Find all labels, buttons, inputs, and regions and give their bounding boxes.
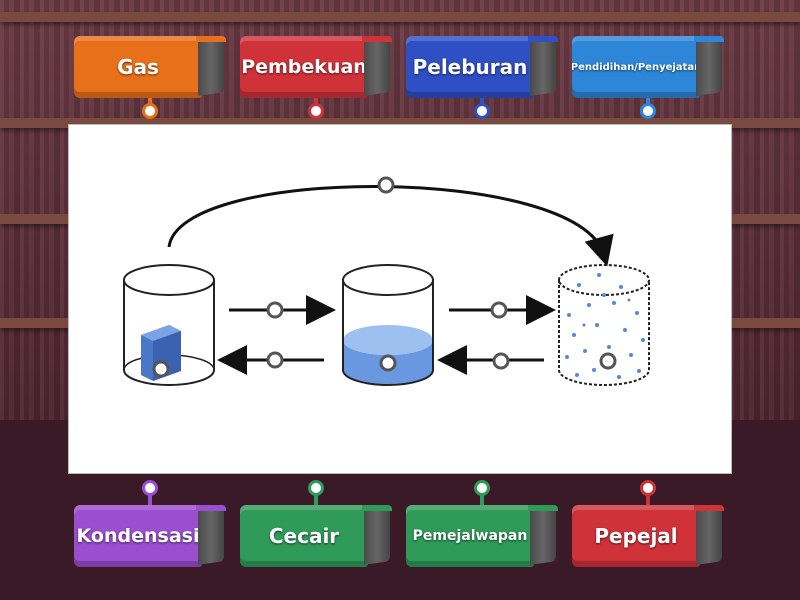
connector-pin[interactable] xyxy=(142,480,158,496)
label-cecair[interactable]: Cecair xyxy=(240,505,392,567)
book-edge xyxy=(528,36,558,42)
label-pendidihan-penyejatan[interactable]: Pendidihan/Penyejatan xyxy=(572,36,724,98)
label-pepejal[interactable]: Pepejal xyxy=(572,505,724,567)
book-pages xyxy=(198,38,224,96)
book-pages xyxy=(696,38,722,96)
connector-pin[interactable] xyxy=(308,480,324,496)
book-edge xyxy=(196,505,226,511)
book-edge xyxy=(362,36,392,42)
drop-target-dot[interactable] xyxy=(266,301,284,319)
drop-target-dot[interactable] xyxy=(266,351,284,369)
drop-target-dot[interactable] xyxy=(490,301,508,319)
label-text: Pepejal xyxy=(572,505,700,567)
drop-target-dot[interactable] xyxy=(152,360,170,378)
states-of-matter-diagram xyxy=(123,176,650,386)
shelf xyxy=(0,118,800,128)
book-pages xyxy=(530,507,556,565)
connector-pin[interactable] xyxy=(640,480,656,496)
book-edge xyxy=(694,505,724,511)
label-kondensasi[interactable]: Kondensasi xyxy=(74,505,226,567)
connector-pin[interactable] xyxy=(474,480,490,496)
book-edge xyxy=(528,505,558,511)
label-pembekuan[interactable]: Pembekuan xyxy=(240,36,392,98)
book-pages xyxy=(198,507,224,565)
drop-target-dot[interactable] xyxy=(377,176,395,194)
connector-pin[interactable] xyxy=(640,103,656,119)
pin-stem xyxy=(646,494,650,506)
pin-stem xyxy=(148,494,152,506)
connector-pin[interactable] xyxy=(474,103,490,119)
label-peleburan[interactable]: Peleburan xyxy=(406,36,558,98)
label-gas[interactable]: Gas xyxy=(74,36,226,98)
label-text: Kondensasi xyxy=(74,505,202,567)
pin-stem xyxy=(480,494,484,506)
shelf xyxy=(0,12,800,22)
connector-pin[interactable] xyxy=(308,103,324,119)
book-edge xyxy=(694,36,724,42)
connector-pin[interactable] xyxy=(142,103,158,119)
drop-target-dot[interactable] xyxy=(599,352,617,370)
diagram-panel xyxy=(68,124,732,474)
label-text: Cecair xyxy=(240,505,368,567)
label-text: Peleburan xyxy=(406,36,534,98)
book-pages xyxy=(364,507,390,565)
label-pemejalwapan[interactable]: Pemejalwapan xyxy=(406,505,558,567)
label-text: Pembekuan xyxy=(240,36,368,98)
solid-container xyxy=(123,264,215,386)
book-edge xyxy=(196,36,226,42)
label-text: Pendidihan/Penyejatan xyxy=(572,36,700,98)
book-pages xyxy=(364,38,390,96)
label-text: Gas xyxy=(74,36,202,98)
gas-container xyxy=(558,264,650,386)
book-pages xyxy=(696,507,722,565)
drop-target-dot[interactable] xyxy=(492,352,510,370)
book-edge xyxy=(362,505,392,511)
label-text: Pemejalwapan xyxy=(406,505,534,567)
drop-target-dot[interactable] xyxy=(379,354,397,372)
pin-stem xyxy=(314,494,318,506)
sublimation-arrow xyxy=(167,184,614,267)
book-pages xyxy=(530,38,556,96)
